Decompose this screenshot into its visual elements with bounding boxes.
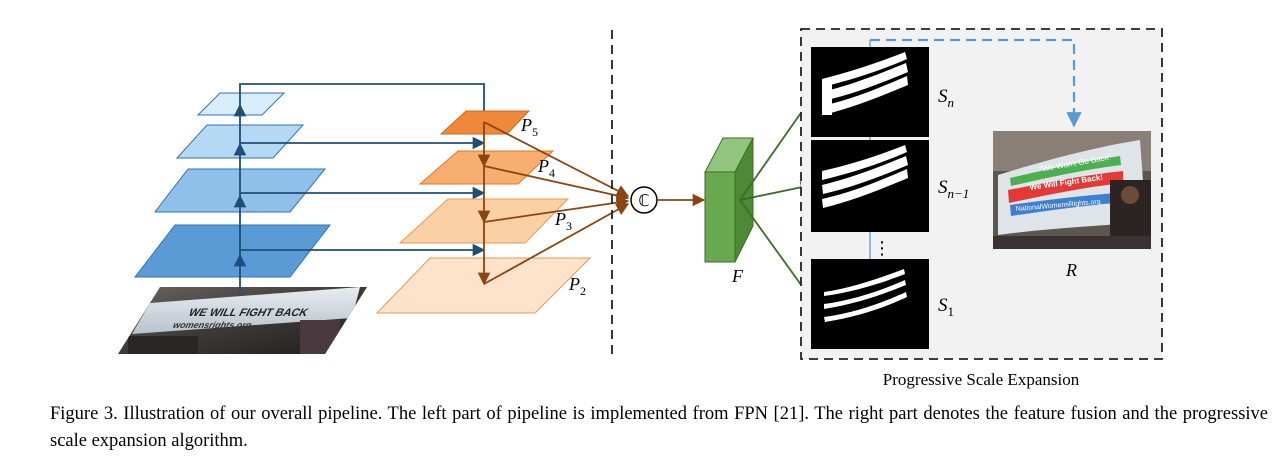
fusion-label: F <box>731 266 744 286</box>
figure-caption: Figure 3. Illustration of our overall pi… <box>50 404 1268 451</box>
result-label: R <box>1065 260 1077 280</box>
feature-pyramid: P5 P4 P3 P2 <box>375 110 630 314</box>
pse-title: Progressive Scale Expansion <box>883 370 1080 389</box>
sn-label: Sn <box>938 86 954 110</box>
svg-text:WE WILL FIGHT BACK: WE WILL FIGHT BACK <box>186 307 310 318</box>
s1-label: S1 <box>938 295 954 319</box>
fpn-level-1 <box>133 224 332 278</box>
p2-label: P2 <box>568 274 586 298</box>
sn-1-label: Sn−1 <box>938 177 969 201</box>
concat-symbol: ℂ <box>638 191 649 210</box>
kernel-sn <box>811 47 929 137</box>
svg-text:womensrights.org: womensrights.org <box>170 320 254 330</box>
kernel-s1 <box>811 259 929 349</box>
p5-label: P5 <box>520 115 538 139</box>
pipeline-diagram: WE WILL FIGHT BACK womensrights.org <box>118 28 1163 389</box>
fpn-pyramid: WE WILL FIGHT BACK womensrights.org <box>118 83 491 354</box>
input-image: WE WILL FIGHT BACK womensrights.org <box>118 287 367 354</box>
fused-feature-block <box>704 137 754 263</box>
concat-node: ℂ <box>630 186 658 214</box>
p2-level <box>375 257 592 314</box>
kernel-sn-1 <box>811 140 929 232</box>
p4-label: P4 <box>537 156 555 180</box>
expansion-arrow <box>870 38 1082 128</box>
fpn-level-4 <box>196 92 286 116</box>
result-image: "We Won't Go Back" We Will Fight Back! N… <box>993 131 1151 249</box>
p3-label: P3 <box>554 209 572 233</box>
vdots: ⋮ <box>873 238 891 259</box>
p4-level <box>418 150 555 185</box>
